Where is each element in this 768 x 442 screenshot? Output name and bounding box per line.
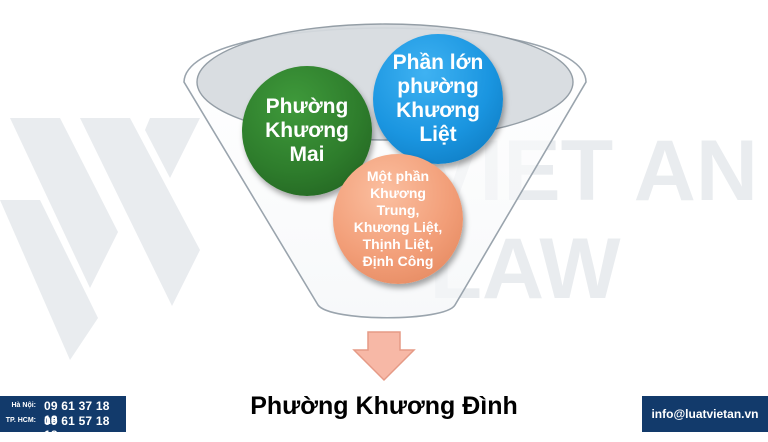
contact-email-box: info@luatvietan.vn xyxy=(642,396,768,432)
hcm-label: TP. HCM: xyxy=(5,417,36,424)
hanoi-label: Hà Nội: xyxy=(11,402,37,409)
hanoi-phone-row: Hà Nội: 09 61 37 18 18 xyxy=(0,399,126,427)
hcm-phone[interactable]: 09 61 57 18 18 xyxy=(44,414,110,442)
circle-label: Phần lớn phường Khương Liệt xyxy=(392,51,484,146)
circle-label: Một phần Khương Trung, Khương Liệt, Thịn… xyxy=(353,168,443,269)
result-label: Phường Khương Đình xyxy=(250,392,518,420)
circle-mot-phan: Một phần Khương Trung, Khương Liệt, Thịn… xyxy=(333,154,463,284)
circle-label: Phường Khương Mai xyxy=(265,95,349,166)
email-link[interactable]: info@luatvietan.vn xyxy=(651,407,759,421)
contact-phone-box: Hà Nội: 09 61 37 18 18 TP. HCM: 09 61 57… xyxy=(0,396,126,442)
down-arrow-icon xyxy=(352,331,416,382)
hcm-phone-row: TP. HCM: 09 61 57 18 18 xyxy=(0,414,126,442)
hanoi-phone[interactable]: 09 61 37 18 18 xyxy=(44,399,110,427)
circle-phuong-khuong-mai: Phường Khương Mai xyxy=(242,66,372,196)
circle-phan-lon-khuong-liet: Phần lớn phường Khương Liệt xyxy=(373,34,503,164)
